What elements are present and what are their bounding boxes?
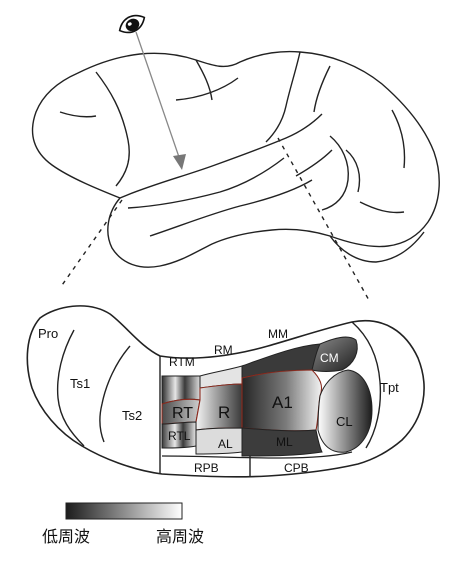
projection-lines <box>59 137 371 303</box>
region-boundaries <box>56 321 382 476</box>
label-rt: RT <box>172 405 193 422</box>
region-labels: Pro Ts1 Ts2 RTM RM MM CM Tpt RT R A1 CL … <box>38 326 399 475</box>
view-arrow <box>135 31 181 161</box>
legend-gradient-bar <box>65 502 183 520</box>
label-ts1: Ts1 <box>70 376 90 391</box>
label-cm: CM <box>320 351 339 365</box>
label-cl: CL <box>336 414 353 429</box>
label-ts2: Ts2 <box>122 408 142 423</box>
label-pro: Pro <box>38 326 58 341</box>
region-cm <box>311 336 358 372</box>
region-cl <box>317 369 373 453</box>
label-rtm: RTM <box>169 355 195 369</box>
label-rm: RM <box>214 343 233 357</box>
frequency-legend: 低周波 高周波 <box>42 502 204 546</box>
label-ml: ML <box>276 435 293 449</box>
legend-low-label: 低周波 <box>42 527 90 546</box>
cortex-map <box>26 305 425 478</box>
label-r: R <box>218 403 230 422</box>
viewpoint <box>118 14 186 170</box>
label-rtl: RTL <box>168 429 191 443</box>
brain-outline <box>31 50 440 268</box>
label-al: AL <box>218 437 233 451</box>
label-tpt: Tpt <box>380 380 399 395</box>
label-a1: A1 <box>272 393 293 412</box>
eye-icon <box>118 14 146 34</box>
label-cpb: CPB <box>284 461 309 475</box>
arrow-head-icon <box>173 154 186 170</box>
label-rpb: RPB <box>194 461 219 475</box>
label-mm: MM <box>268 327 288 341</box>
legend-high-label: 高周波 <box>156 527 204 546</box>
region-ml <box>241 427 323 457</box>
